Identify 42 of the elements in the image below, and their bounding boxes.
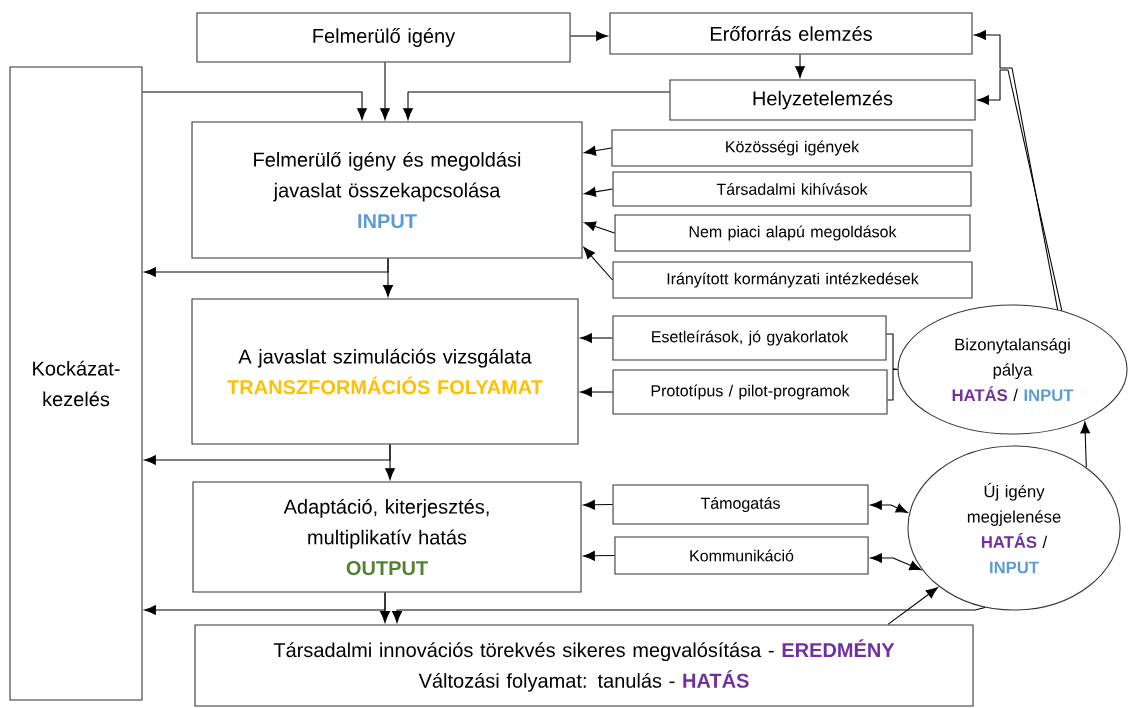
process-box: Felmerülő igény és megoldási javaslat összekapcsolása INPUT [191,121,583,259]
arrow [580,333,613,343]
arrow [380,62,390,120]
process-box: A javaslat szimulációs vizsgálata TRANSZFORMÁCIÓS FOLYAMAT [191,298,579,445]
factor-box: Közösségi igények [611,129,973,167]
factor-box: Nem piaci alapú megoldások [614,214,971,252]
arrow [583,247,614,281]
arrow [583,550,615,561]
process-box: Erőforrás elemzés [609,12,973,55]
arrow [974,30,1059,311]
factor-box: Prototípus / pilot-programok [612,369,888,415]
factor-box: Kommunikáció [614,536,869,575]
arrow [403,91,670,120]
arrow [142,91,367,120]
arrow [583,499,614,510]
process-box: Társadalmi innovációs törekvés sikeres megvalósítása - EREDMÉNY Változási folyamat: tanulás - HATÁS [194,624,974,707]
factor-box: Irányított kormányzati intézkedések [612,261,973,299]
arrow [870,500,908,513]
arrow [584,187,613,197]
arrow [392,606,986,623]
arrow [977,69,1063,312]
process-box: Helyzetelemzés [669,79,976,121]
arrow [144,444,391,465]
arrow [580,387,613,397]
process-box: Felmerülő igény [196,12,571,63]
ellipse-node: Új igény megjelenése HATÁS / INPUT [907,445,1121,611]
arrow [870,553,922,571]
arrow [887,587,938,625]
arrow [144,592,386,615]
arrow [1080,421,1091,468]
process-box: Adaptáció, kiterjesztés, multiplikatív hatás OUTPUT [192,481,582,593]
connector-line [887,368,898,401]
arrow [144,258,389,277]
arrow [795,54,805,78]
arrow [584,146,612,156]
ellipse-node: Bizonytalansági pálya HATÁS / INPUT [897,304,1128,435]
factor-box: Esetleírások, jó gyakorlatok [612,315,887,361]
factor-box: Társadalmi kihívások [612,171,972,207]
factor-box: Támogatás [612,484,869,525]
arrow [583,221,616,234]
process-box: Kockázat- kezelés [9,66,143,701]
arrow [570,31,608,41]
